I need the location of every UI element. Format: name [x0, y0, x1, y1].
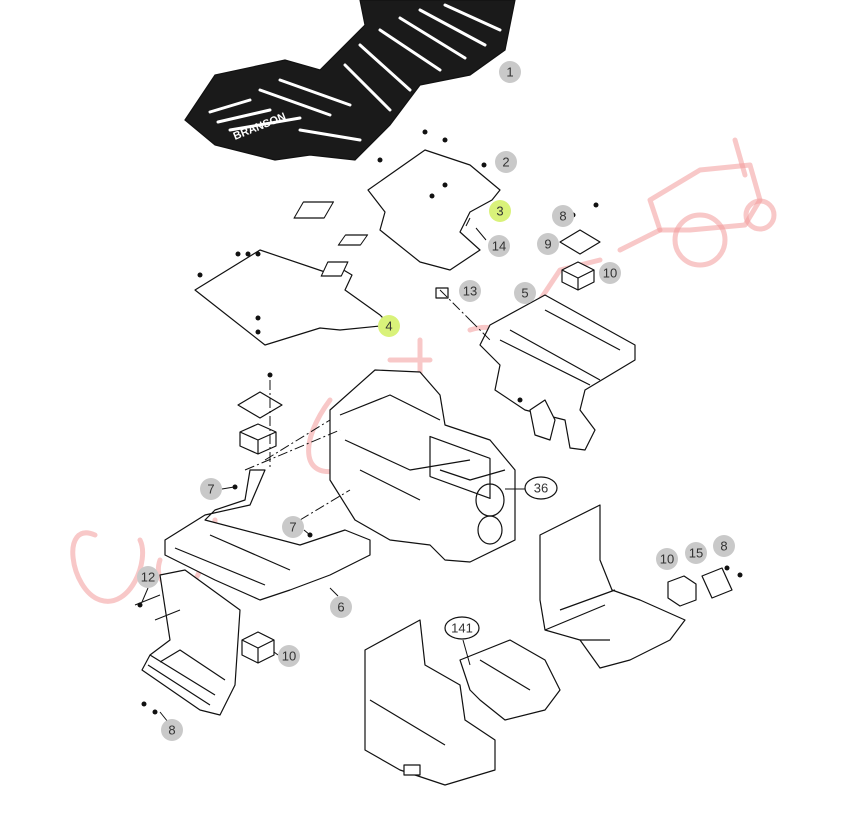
- svg-text:15: 15: [689, 546, 703, 561]
- left-plate-part: [194, 249, 391, 346]
- callout-6: 6: [329, 587, 352, 618]
- svg-text:10: 10: [282, 649, 296, 664]
- callout-8: 8: [159, 711, 183, 741]
- svg-text:8: 8: [168, 723, 175, 738]
- svg-text:6: 6: [337, 600, 344, 615]
- svg-text:12: 12: [141, 570, 155, 585]
- svg-text:8: 8: [720, 539, 727, 554]
- callout-36: 36: [505, 476, 558, 500]
- callout-4: 4: [378, 315, 400, 337]
- callout-12: 12: [137, 566, 159, 603]
- svg-text:14: 14: [492, 239, 506, 254]
- callout-141: 141: [444, 616, 480, 666]
- callout-1: 1: [499, 61, 521, 83]
- svg-text:5: 5: [521, 286, 528, 301]
- svg-text:2: 2: [502, 155, 509, 170]
- block-lower-left: [241, 631, 275, 664]
- callouts: 1 2 3 14 8 9 10 13: [137, 61, 735, 741]
- callout-7: 7: [200, 478, 235, 500]
- small-plate-and-block: [237, 391, 283, 455]
- svg-text:3: 3: [496, 204, 503, 219]
- callout-9: 9: [537, 233, 559, 255]
- callout-15: 15: [685, 542, 707, 564]
- callout-2: 2: [495, 151, 517, 173]
- callout-8: 8: [713, 535, 735, 557]
- svg-text:1: 1: [506, 65, 513, 80]
- callout-3: 3: [489, 200, 511, 222]
- svg-text:8: 8: [559, 209, 566, 224]
- callout-5: 5: [514, 282, 536, 304]
- svg-text:36: 36: [534, 481, 548, 496]
- svg-text:10: 10: [660, 552, 674, 567]
- alignment-lines: [244, 289, 491, 521]
- svg-text:9: 9: [544, 237, 551, 252]
- svg-text:4: 4: [385, 319, 392, 334]
- step-bracket-part: [134, 569, 241, 716]
- lower-left-frame-part: [164, 469, 371, 601]
- small-parts-upper-right: [559, 229, 601, 291]
- right-floor-pan-part: [539, 504, 733, 669]
- svg-text:7: 7: [207, 482, 214, 497]
- callout-13: 13: [459, 280, 481, 302]
- svg-text:7: 7: [289, 520, 296, 535]
- transmission-housing-part: [329, 369, 516, 563]
- svg-text:141: 141: [451, 621, 473, 636]
- callout-10: 10: [273, 645, 300, 667]
- upper-plate-part: [293, 149, 501, 299]
- callout-14: 14: [488, 235, 510, 257]
- callout-10: 10: [599, 262, 621, 284]
- left-floor-pan-part: [364, 619, 561, 786]
- svg-text:10: 10: [603, 266, 617, 281]
- floor-mat-part: BRANSON: [184, 0, 516, 161]
- callout-8: 8: [552, 205, 574, 227]
- svg-text:13: 13: [463, 284, 477, 299]
- right-frame-part: [479, 294, 636, 451]
- callout-7: 7: [282, 516, 311, 538]
- callout-10: 10: [656, 548, 678, 570]
